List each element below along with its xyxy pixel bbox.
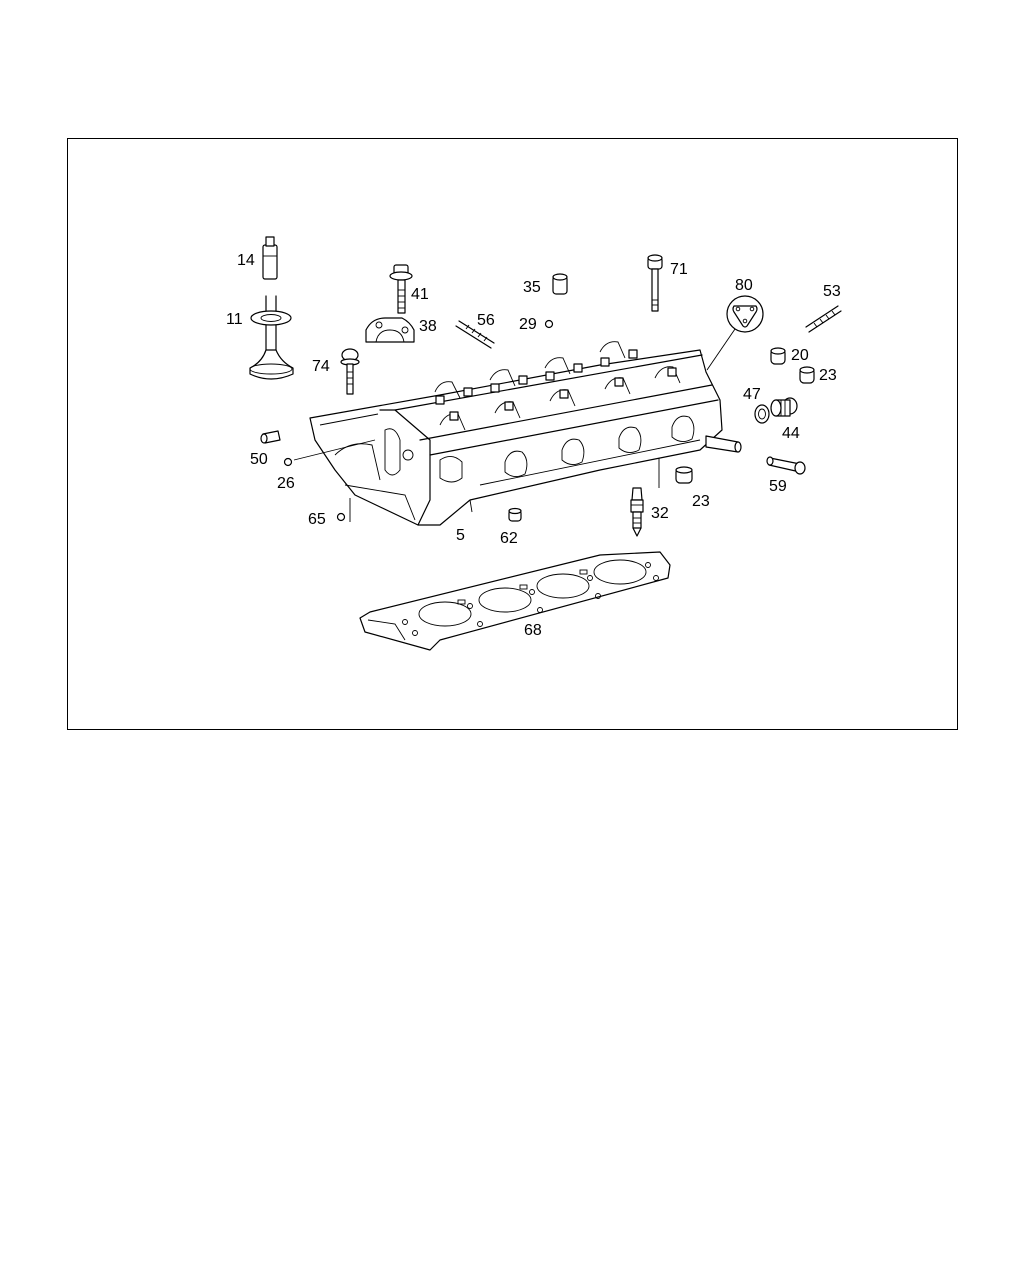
callout-29: 29 xyxy=(519,316,537,333)
part-56-drawing xyxy=(455,320,495,349)
part-41-drawing xyxy=(389,264,413,314)
part-38-drawing xyxy=(365,317,415,343)
callout-23-upper: 23 xyxy=(819,367,837,384)
callout-80: 80 xyxy=(735,277,753,294)
callout-50: 50 xyxy=(250,451,268,468)
callout-5: 5 xyxy=(456,527,465,544)
callout-44: 44 xyxy=(782,425,800,442)
part-65-drawing xyxy=(336,512,346,522)
part-68-gasket-drawing xyxy=(359,551,671,651)
part-23-upper-drawing xyxy=(799,366,815,384)
callout-35: 35 xyxy=(523,279,541,296)
part-23-lower-drawing xyxy=(658,452,693,488)
callout-38: 38 xyxy=(419,318,437,335)
part-11-drawing xyxy=(249,295,294,380)
callout-62: 62 xyxy=(500,530,518,547)
part-20-drawing xyxy=(770,347,786,365)
callout-41: 41 xyxy=(411,286,429,303)
callout-65: 65 xyxy=(308,511,326,528)
callout-74: 74 xyxy=(312,358,330,375)
part-50-drawing xyxy=(260,430,281,444)
part-35-drawing xyxy=(552,273,568,295)
callout-32: 32 xyxy=(651,505,669,522)
part-47-drawing xyxy=(754,404,770,424)
callout-14: 14 xyxy=(237,252,255,269)
part-53-drawing xyxy=(805,305,842,333)
callout-47: 47 xyxy=(743,386,761,403)
callout-11: 11 xyxy=(226,311,243,328)
callout-20: 20 xyxy=(791,347,809,364)
part-80-drawing xyxy=(706,295,764,371)
part-5-cylinder-head-drawing xyxy=(293,341,742,526)
part-44-drawing xyxy=(770,397,798,417)
part-5-stud xyxy=(705,435,742,453)
part-14-drawing xyxy=(262,236,278,280)
callout-53: 53 xyxy=(823,283,841,300)
part-32-drawing xyxy=(630,487,644,537)
callout-26: 26 xyxy=(277,475,295,492)
callout-23-lower: 23 xyxy=(692,493,710,510)
part-26-drawing xyxy=(283,457,293,467)
callout-68: 68 xyxy=(524,622,542,639)
callout-labels: 14 11 41 38 74 56 35 29 71 80 53 20 23 4… xyxy=(226,252,841,639)
part-59-drawing xyxy=(766,456,806,475)
callout-59: 59 xyxy=(769,478,787,495)
callout-56: 56 xyxy=(477,312,495,329)
part-29-drawing xyxy=(544,319,554,329)
part-62-drawing xyxy=(508,507,522,522)
part-74-drawing xyxy=(340,348,360,395)
callout-71: 71 xyxy=(670,261,688,278)
part-71-drawing xyxy=(647,254,663,312)
